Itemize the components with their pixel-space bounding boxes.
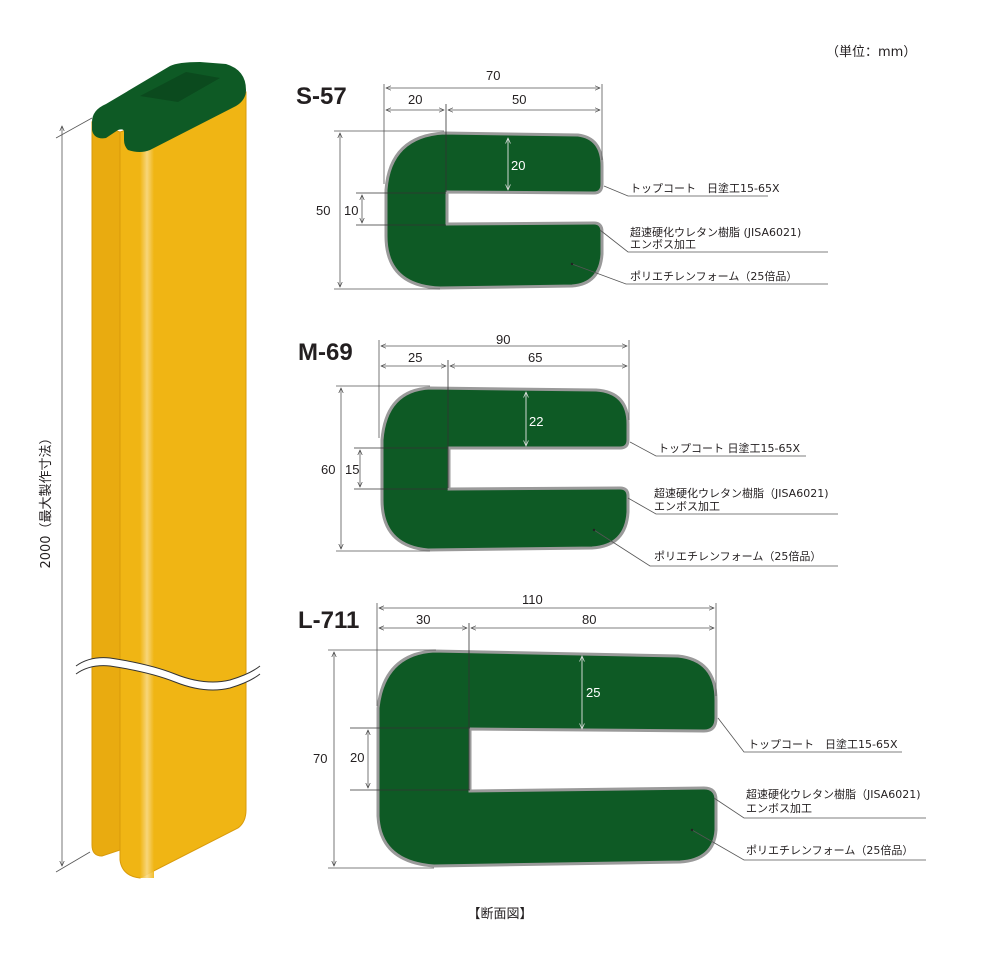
dim-arm: 22 — [529, 414, 543, 429]
label-emboss: エンボス加工 — [746, 802, 812, 815]
section-shape — [376, 649, 718, 868]
label-foam: ポリエチレンフォーム（25倍品） — [630, 269, 797, 283]
label-topcoat: トップコート 日塗工15-65X — [658, 441, 800, 455]
dim-height-total: 60 — [321, 462, 335, 477]
section-title: M-69 — [298, 339, 353, 366]
dim-gap: 15 — [345, 462, 359, 477]
section-shape — [380, 386, 630, 552]
dim-width-total: 110 — [522, 592, 543, 607]
caption: 【断面図】 — [467, 907, 532, 922]
label-topcoat: トップコート 日塗工15-65X — [630, 181, 780, 195]
product-illustration — [55, 62, 263, 879]
dim-width-right: 50 — [512, 92, 526, 107]
dim-width-right: 65 — [528, 350, 542, 365]
label-topcoat: トップコート 日塗工15-65X — [748, 737, 898, 751]
label-emboss: エンボス加工 — [630, 238, 696, 251]
dim-gap: 10 — [344, 203, 358, 218]
label-emboss: エンボス加工 — [654, 500, 720, 513]
dim-width-right: 80 — [582, 612, 596, 627]
length-label: 2000（最大製作寸法） — [39, 431, 54, 568]
section-m69: M-69 90 25 65 60 15 22 トップコート 日塗工15-65X … — [298, 332, 838, 567]
dim-height-total: 70 — [313, 751, 327, 766]
dim-arm: 25 — [586, 685, 600, 700]
dim-arm: 20 — [511, 158, 525, 173]
dim-width-total: 90 — [496, 332, 510, 347]
section-shape — [384, 131, 604, 290]
label-resin: 超速硬化ウレタン樹脂 (JISA6021) — [630, 225, 801, 239]
label-resin: 超速硬化ウレタン樹脂（JISA6021) — [654, 486, 829, 500]
section-title: L-711 — [298, 607, 359, 634]
label-foam: ポリエチレンフォーム（25倍品） — [654, 549, 821, 563]
dim-width-left: 25 — [408, 350, 422, 365]
label-resin: 超速硬化ウレタン樹脂（JISA6021) — [746, 787, 921, 801]
dim-gap: 20 — [350, 750, 364, 765]
label-foam: ポリエチレンフォーム（25倍品） — [746, 843, 913, 857]
dim-width-total: 70 — [486, 68, 500, 83]
dim-width-left: 30 — [416, 612, 430, 627]
section-l711: L-711 110 30 80 70 20 25 トップコート 日塗工15-65… — [298, 592, 926, 869]
section-s57: S-57 70 20 50 50 10 20 トップコート 日塗工15-65X … — [296, 68, 828, 290]
section-title: S-57 — [296, 83, 347, 110]
unit-note: （単位：mm） — [826, 44, 916, 60]
dim-width-left: 20 — [408, 92, 422, 107]
dim-height-total: 50 — [316, 203, 330, 218]
